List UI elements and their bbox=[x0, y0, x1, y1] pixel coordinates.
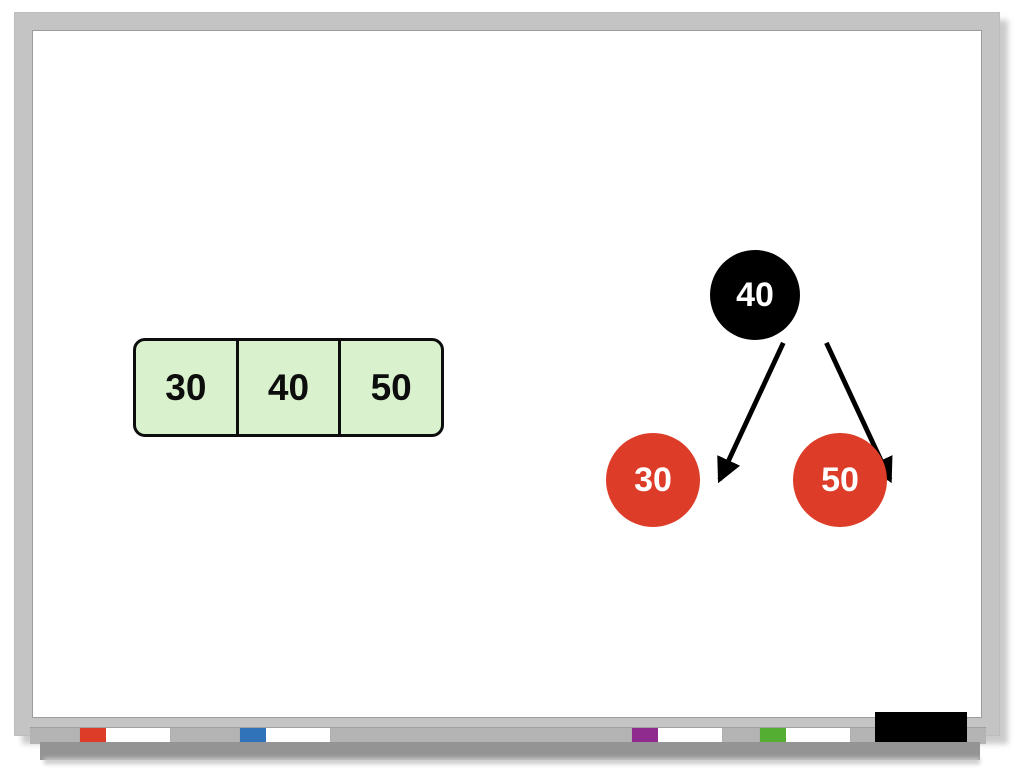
tree-node-right-label: 50 bbox=[821, 460, 859, 499]
edge-root-to-left bbox=[717, 341, 786, 484]
whiteboard-surface[interactable]: 30 40 50 40 30 50 bbox=[32, 30, 982, 718]
array-cell-1[interactable]: 40 bbox=[239, 341, 342, 434]
tree-node-root[interactable]: 40 bbox=[710, 250, 800, 340]
array-cell-0[interactable]: 30 bbox=[136, 341, 239, 434]
array-cell-2[interactable]: 50 bbox=[370, 366, 412, 408]
array-diagram[interactable]: 30 40 50 bbox=[133, 338, 444, 437]
tree-node-right-child[interactable]: 50 bbox=[793, 433, 887, 527]
tree-node-left-child[interactable]: 30 bbox=[606, 433, 700, 527]
tree-node-left-label: 30 bbox=[634, 460, 672, 499]
tree-edges bbox=[717, 341, 893, 484]
tree-node-root-label: 40 bbox=[736, 275, 774, 314]
marker-tray-front bbox=[40, 742, 980, 760]
marker-tray-shadow bbox=[44, 758, 980, 764]
